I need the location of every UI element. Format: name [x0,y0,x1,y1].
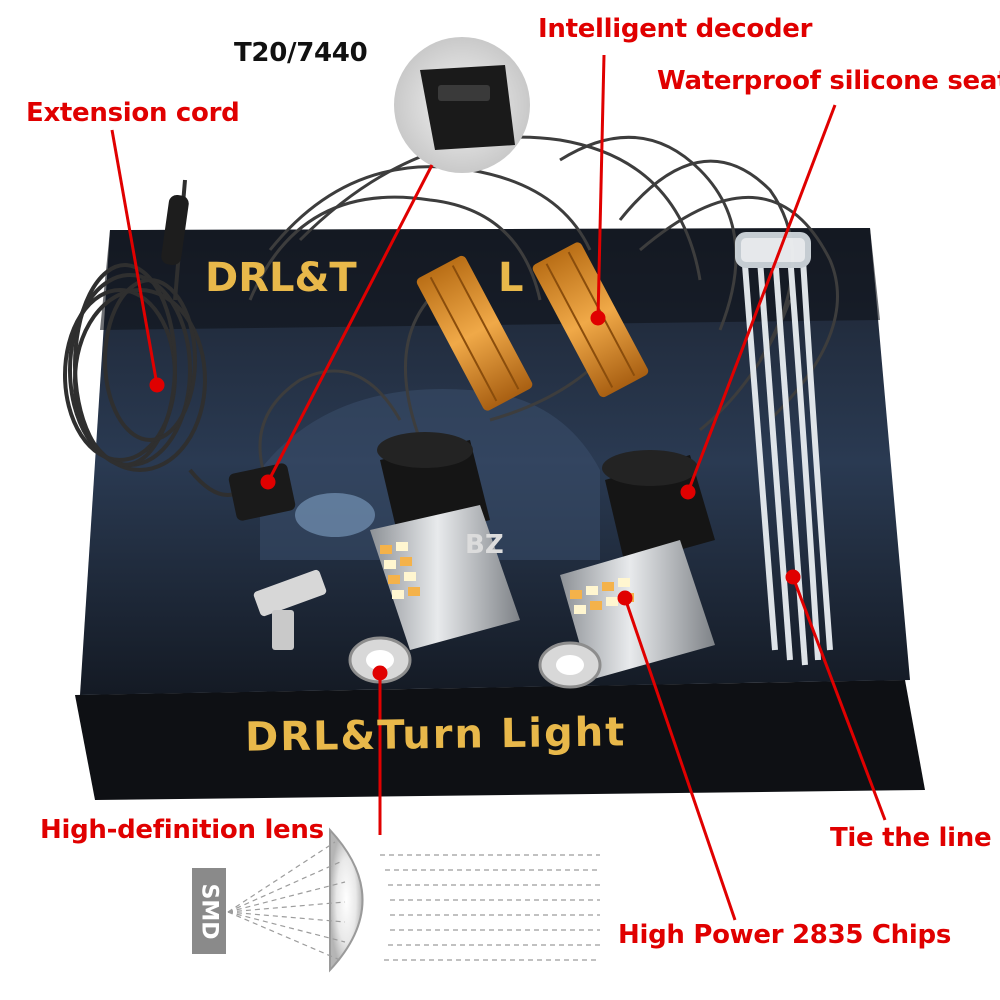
extension-cord [63,179,262,497]
bulb-right [538,450,715,689]
box-front-label: DRL&Turn Light [244,709,627,761]
loose-socket [228,463,327,650]
callout-tie-the-line: Tie the line [830,823,992,853]
callout-extension-cord: Extension cord [26,98,240,128]
box-model-label: BZ [465,530,504,560]
callout-hd-lens: High-definition lens [40,815,324,845]
callout-pointers [110,54,887,921]
lens-diagram [227,827,600,973]
cable-ties [735,232,833,666]
box-front-face [75,680,925,800]
callout-2835-chips: High Power 2835 Chips [618,920,951,950]
callout-t20: T20/7440 [234,38,368,68]
smd-label: SMD [192,868,226,954]
t20-bulb-base [420,65,515,150]
box-top-label-end: L [498,255,524,301]
callout-intelligent-decoder: Intelligent decoder [538,14,813,44]
decoder-left [416,255,533,411]
bulb-left [348,432,520,684]
box-lid-shadow [100,228,880,330]
smd-label-text: SMD [196,883,222,939]
box-top-label: DRL&T [205,255,357,301]
callout-waterproof-seat: Waterproof silicone seat [657,66,1000,96]
